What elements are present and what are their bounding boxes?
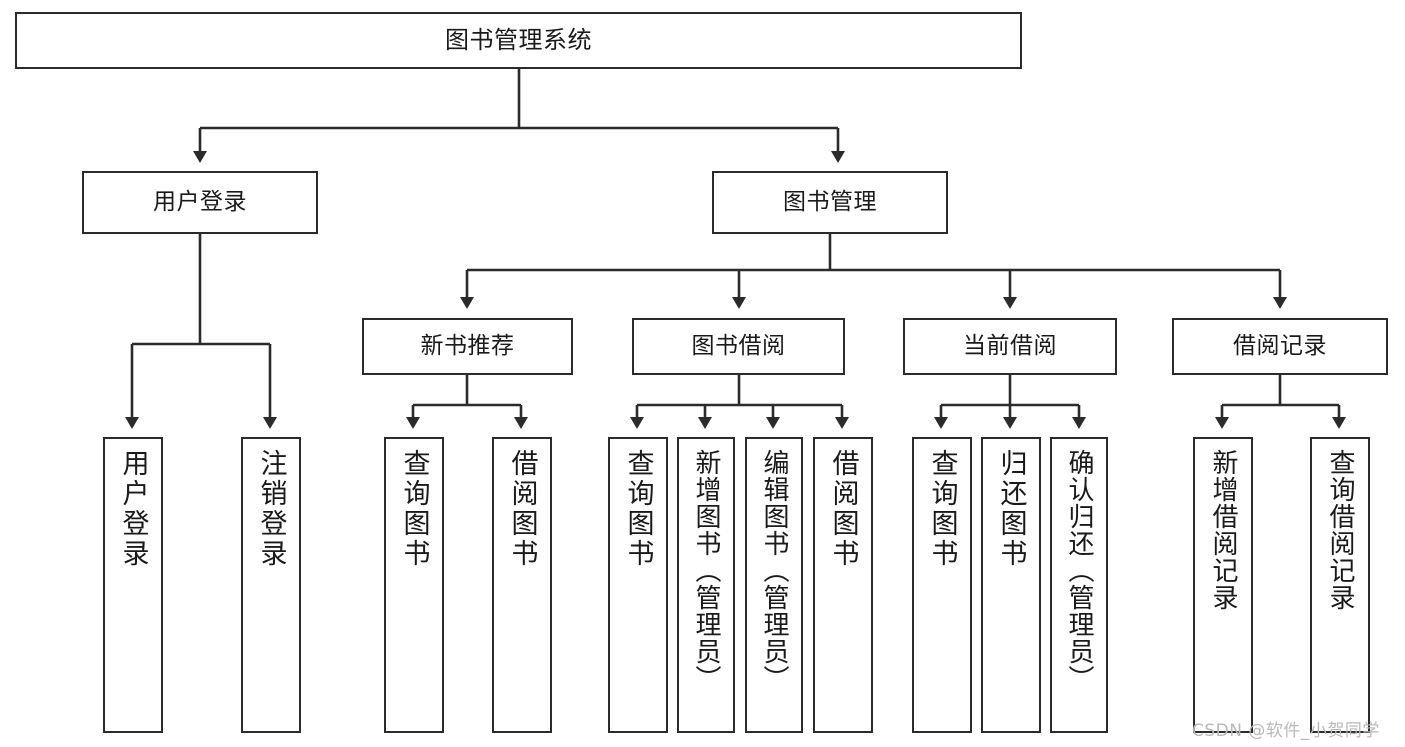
node-label: 图书管理系统 — [445, 26, 592, 55]
node-leaf-confirm-return-admin[interactable]: 确认归还（管理员） — [1050, 437, 1108, 733]
node-label: 借阅图书 — [827, 449, 859, 569]
csdn-watermark: CSDN @软件_小贺同学 — [1192, 721, 1380, 741]
node-label: 图书管理 — [783, 188, 877, 215]
node-leaf-add-book-admin[interactable]: 新增图书（管理员） — [677, 437, 735, 733]
node-book-borrowing[interactable]: 图书借阅 — [632, 318, 845, 375]
node-label: 注销登录 — [255, 449, 287, 569]
node-label: 查询图书 — [926, 449, 958, 569]
node-label: 借阅图书 — [506, 449, 538, 569]
node-book-management[interactable]: 图书管理 — [712, 171, 948, 234]
node-new-book-recommendation[interactable]: 新书推荐 — [362, 318, 573, 375]
node-label: 查询图书 — [622, 449, 654, 569]
node-leaf-return-book[interactable]: 归还图书 — [981, 437, 1041, 733]
node-label: 当前借阅 — [963, 332, 1057, 359]
node-label: 查询借阅记录 — [1325, 449, 1355, 611]
node-label: 新书推荐 — [420, 332, 515, 359]
node-label: 用户登录 — [153, 188, 247, 215]
node-leaf-user-login[interactable]: 用户登录 — [103, 437, 163, 733]
node-label: 编辑图书（管理员） — [759, 449, 789, 692]
node-leaf-search-book-borrow[interactable]: 查询图书 — [608, 437, 668, 733]
node-leaf-edit-book-admin[interactable]: 编辑图书（管理员） — [745, 437, 803, 733]
node-leaf-logout[interactable]: 注销登录 — [241, 437, 301, 733]
node-label: 确认归还（管理员） — [1064, 449, 1094, 692]
node-current-borrowing[interactable]: 当前借阅 — [903, 318, 1117, 375]
node-leaf-add-borrow-record[interactable]: 新增借阅记录 — [1193, 437, 1253, 733]
node-label: 图书借阅 — [691, 332, 786, 359]
node-label: 借阅记录 — [1233, 332, 1327, 359]
node-leaf-borrow-book-newbook[interactable]: 借阅图书 — [492, 437, 552, 733]
node-label: 新增图书（管理员） — [691, 449, 721, 692]
node-label: 查询图书 — [398, 449, 430, 569]
node-leaf-borrow-book[interactable]: 借阅图书 — [813, 437, 873, 733]
node-user-login[interactable]: 用户登录 — [82, 171, 318, 234]
node-label: 用户登录 — [117, 449, 149, 569]
node-label: 归还图书 — [995, 449, 1027, 569]
node-leaf-search-borrow-record[interactable]: 查询借阅记录 — [1310, 437, 1370, 733]
node-label: 新增借阅记录 — [1208, 449, 1238, 611]
node-root-book-management-system[interactable]: 图书管理系统 — [15, 12, 1022, 69]
node-leaf-search-book-newbook[interactable]: 查询图书 — [384, 437, 444, 733]
node-leaf-search-book-current[interactable]: 查询图书 — [912, 437, 972, 733]
node-borrowing-record[interactable]: 借阅记录 — [1172, 318, 1388, 375]
